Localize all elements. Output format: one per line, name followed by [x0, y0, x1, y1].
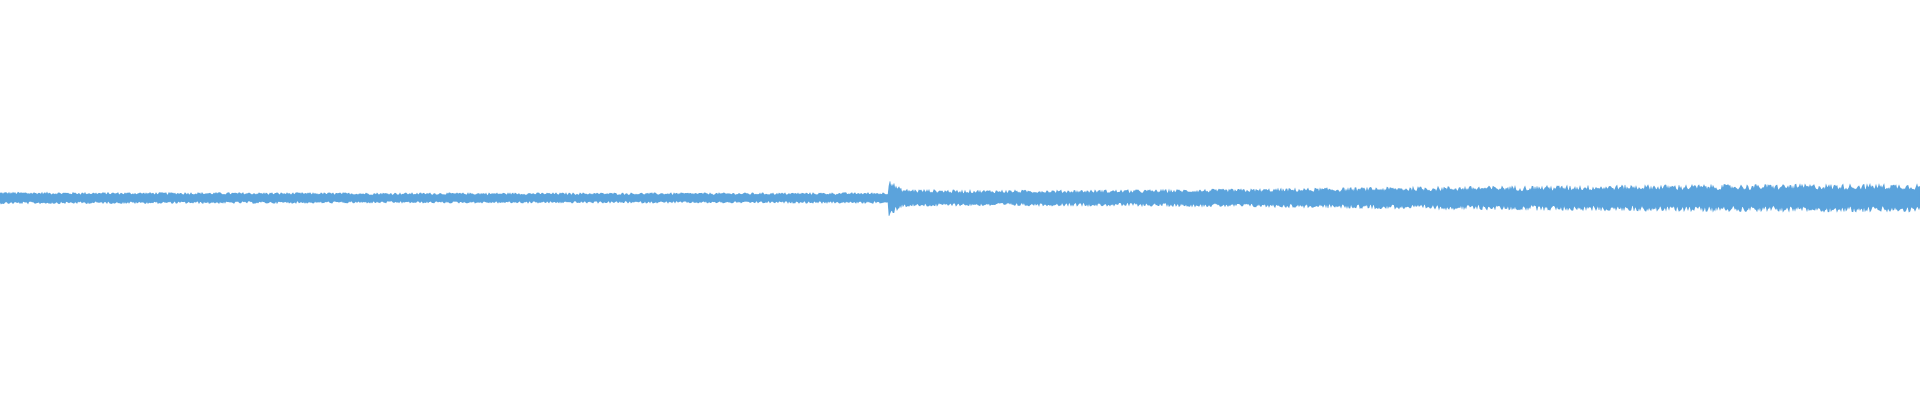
- waveform-envelope: [0, 181, 1920, 216]
- waveform-series: [0, 181, 1920, 216]
